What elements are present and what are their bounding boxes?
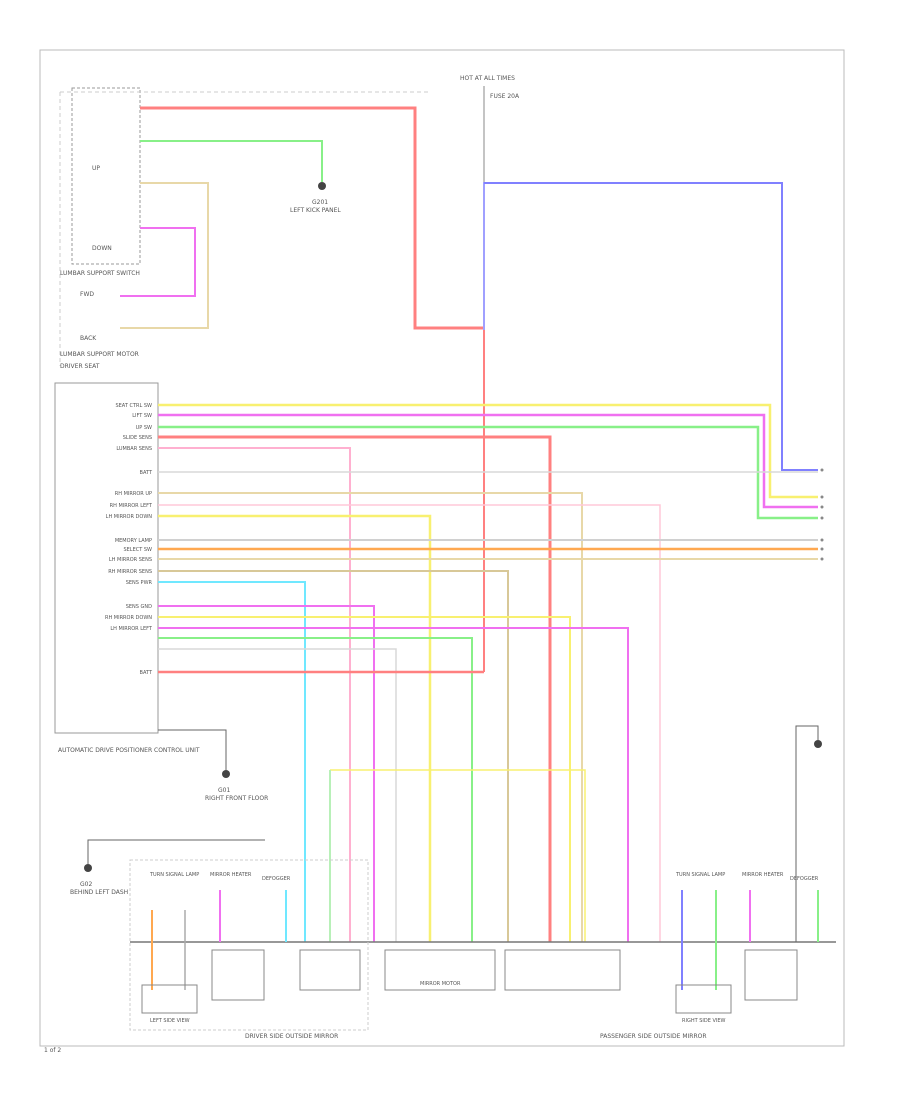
module-pin-label: RH MIRROR DOWN [105,615,152,621]
hot-at-all-times-label: HOT AT ALL TIMES [460,75,515,82]
wire-green-lumbar [140,140,323,182]
wire-left-ground [87,839,265,864]
wire-magenta-lh-left [158,627,629,942]
module-pin-label: MEMORY LAMP [115,538,152,544]
ground-dot-g201 [318,182,326,190]
wire-tan-rh-sens [158,570,509,942]
lumbar-fwd-label: FWD [80,291,94,298]
wire-yellow-lh-down [158,514,432,942]
pass-defogger-label: DEFOGGER [790,876,819,882]
wire-cyan-sens-pwr [158,581,306,942]
center-motor-box [384,949,496,991]
module-pin-label: SLIDE SENS [123,435,152,441]
wire-red-battery-feed [140,106,483,330]
diagram-border [39,49,845,1047]
module-pin-label: RH MIRROR UP [115,491,152,497]
module-pin-label: SENS PWR [126,580,153,586]
right-connector-ends [820,468,824,561]
wire-yellow-rh-down [158,616,571,942]
left-ground-label: G02 [80,881,92,888]
drv-defogger-label: DEFOGGER [262,876,291,882]
module-pin-label: RH MIRROR SENS [108,569,152,575]
module-pin-label: LH MIRROR LEFT [110,626,153,632]
wire-magenta-top [158,413,818,509]
wire-yellow-top [158,403,818,499]
pass-heater-box [744,949,798,1001]
wire-pink-lumbar-sens [158,447,351,942]
module-ground-loc: RIGHT FRONT FLOOR [205,795,268,802]
driver-seat-label: DRIVER SEAT [60,363,100,370]
module-pin-label: UP SW [136,425,152,431]
wire-tan-lumbar [120,182,209,329]
wire-green-lh [158,637,473,942]
wire-gray-lh2 [158,648,397,942]
wire-black-gnd [158,729,227,770]
driver-heater-box [211,949,265,1001]
pass-motor-box [504,949,621,991]
left-ground-loc: BEHIND LEFT DASH [70,889,128,896]
right-side-view-label: RIGHT SIDE VIEW [682,1018,726,1024]
pass-turn-signal-label: TURN SIGNAL LAMP [675,872,725,878]
module-ground-dot [222,770,230,778]
ground-label-left-kick: LEFT KICK PANEL [290,207,341,214]
ground-label-g201: G201 [312,199,328,206]
driver-mirror-dashed [129,859,369,1031]
drv-heater-label: MIRROR HEATER [210,872,252,878]
left-ground-dot [84,864,92,872]
right-ground-dot [814,740,822,748]
module-pin-labels: SEAT CTRL SW LIFT SW UP SW SLIDE SENS LUMBAR… [105,403,153,676]
figure-number: 1 of 2 [44,1047,61,1054]
wire-magenta-lumbar [120,227,196,297]
lumbar-down-label: DOWN [92,245,112,252]
module-wires [158,403,818,942]
lumbar-back-label: BACK [80,335,97,342]
wire-right-ground [795,725,819,942]
pass-heater-label: MIRROR HEATER [742,872,784,878]
module-pin-label: LH MIRROR SENS [109,557,152,563]
wire-pink-rh-left [158,504,661,942]
lumbar-up-label: UP [92,165,100,172]
driver-mirror-label: DRIVER SIDE OUTSIDE MIRROR [245,1033,338,1040]
module-pin-label: LUMBAR SENS [116,446,152,452]
module-pin-label: BATT [140,470,153,476]
lumbar-switch-box [71,87,141,265]
module-pin-label: BATT [140,670,153,676]
left-turn-lamp-box [141,984,198,1014]
module-pin-label: SELECT SW [123,547,152,553]
wire-tan-rh-up [158,492,583,942]
wire-blue-right-run [484,182,818,471]
lumbar-motor-label: LUMBAR SUPPORT MOTOR [60,351,139,358]
center-motor-label: MIRROR MOTOR [420,981,461,987]
right-turn-lamp-box [675,984,732,1014]
lumbar-switch-label: LUMBAR SUPPORT SWITCH [60,270,140,277]
wire-magenta-sens-gnd [158,605,375,942]
drv-turn-signal-label: TURN SIGNAL LAMP [149,872,199,878]
module-pin-label: SENS GND [126,604,152,610]
module-pin-label: SEAT CTRL SW [115,403,152,409]
fuse-label: FUSE 20A [490,93,520,100]
module-pin-label: LH MIRROR DOWN [106,514,153,520]
left-side-view-label: LEFT SIDE VIEW [150,1018,190,1024]
driver-motor-box [299,949,361,991]
wire-red-slide [158,435,552,942]
module-pin-label: RH MIRROR LEFT [110,503,153,509]
wire-yellow-cross [330,769,586,942]
module-ground-label: G01 [218,787,230,794]
passenger-mirror-label: PASSENGER SIDE OUTSIDE MIRROR [600,1033,707,1040]
module-pin-label: LIFT SW [132,413,152,419]
control-unit-label: AUTOMATIC DRIVE POSITIONER CONTROL UNIT [58,747,200,754]
